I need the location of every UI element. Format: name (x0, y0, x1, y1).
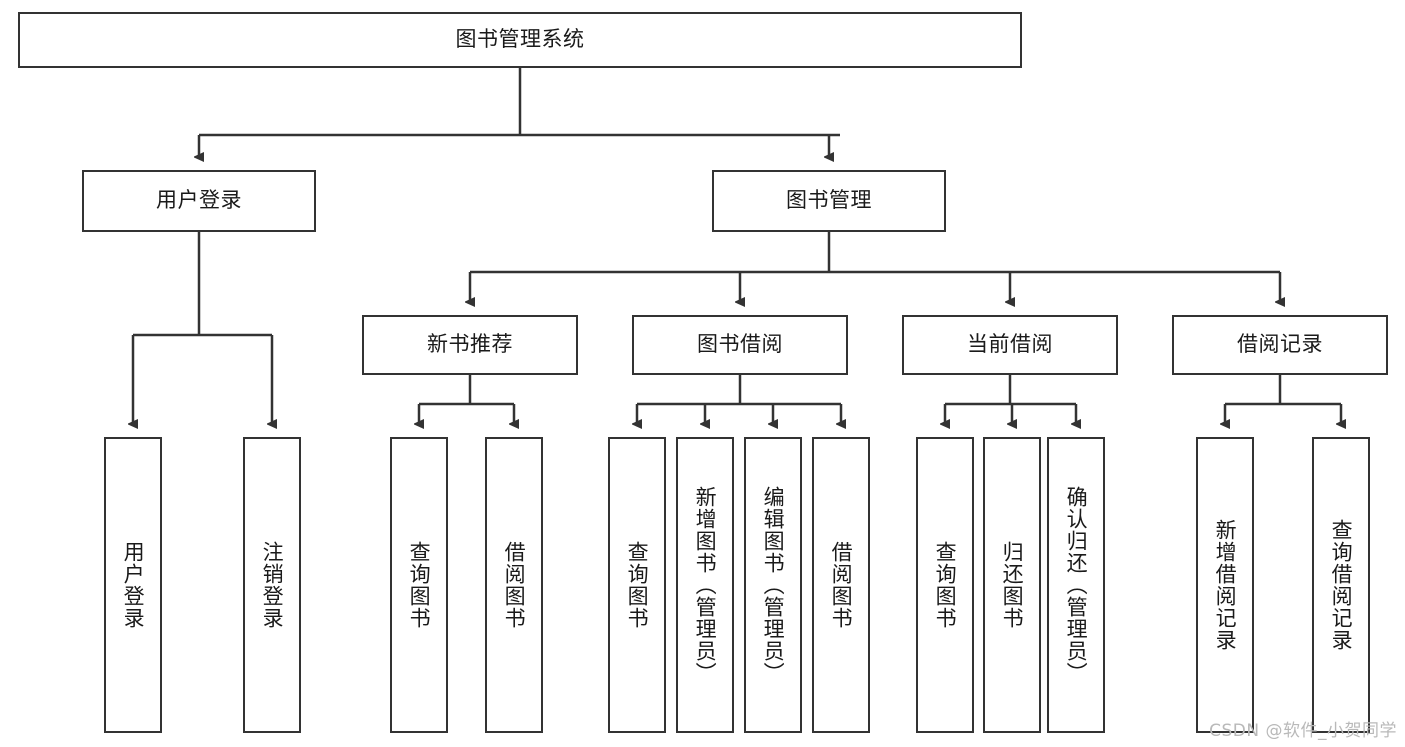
leaf-return-book-label: 归还图书 (1000, 541, 1025, 629)
leaf-logout[interactable]: 注销登录 (243, 437, 301, 733)
leaf-query-book-1[interactable]: 查询图书 (390, 437, 448, 733)
leaf-query-record-label: 查询借阅记录 (1329, 519, 1354, 651)
node-book-borrow[interactable]: 图书借阅 (632, 315, 848, 375)
leaf-add-book[interactable]: 新增图书（管理员） (676, 437, 734, 733)
leaf-user-login-label: 用户登录 (121, 541, 146, 629)
node-root[interactable]: 图书管理系统 (18, 12, 1022, 68)
leaf-edit-book[interactable]: 编辑图书（管理员） (744, 437, 802, 733)
leaf-add-record[interactable]: 新增借阅记录 (1196, 437, 1254, 733)
node-book-borrow-label: 图书借阅 (697, 332, 783, 357)
node-current-borrow[interactable]: 当前借阅 (902, 315, 1118, 375)
node-new-book-recommend[interactable]: 新书推荐 (362, 315, 578, 375)
leaf-add-book-label: 新增图书（管理员） (693, 486, 718, 684)
leaf-query-book-3-label: 查询图书 (933, 541, 958, 629)
leaf-query-book-2[interactable]: 查询图书 (608, 437, 666, 733)
node-borrow-records[interactable]: 借阅记录 (1172, 315, 1388, 375)
node-new-book-recommend-label: 新书推荐 (427, 332, 513, 357)
node-book-management-label: 图书管理 (786, 188, 872, 213)
leaf-borrow-book-1-label: 借阅图书 (502, 541, 527, 629)
leaf-query-book-3[interactable]: 查询图书 (916, 437, 974, 733)
leaf-query-book-2-label: 查询图书 (625, 541, 650, 629)
leaf-confirm-return[interactable]: 确认归还（管理员） (1047, 437, 1105, 733)
leaf-edit-book-label: 编辑图书（管理员） (761, 486, 786, 684)
node-root-label: 图书管理系统 (455, 27, 585, 52)
leaf-query-record[interactable]: 查询借阅记录 (1312, 437, 1370, 733)
leaf-confirm-return-label: 确认归还（管理员） (1064, 486, 1089, 684)
node-book-management[interactable]: 图书管理 (712, 170, 946, 232)
leaf-user-login[interactable]: 用户登录 (104, 437, 162, 733)
node-borrow-records-label: 借阅记录 (1237, 332, 1323, 357)
node-user-login[interactable]: 用户登录 (82, 170, 316, 232)
leaf-borrow-book-1[interactable]: 借阅图书 (485, 437, 543, 733)
leaf-add-record-label: 新增借阅记录 (1213, 519, 1238, 651)
leaf-logout-label: 注销登录 (260, 541, 285, 629)
leaf-return-book[interactable]: 归还图书 (983, 437, 1041, 733)
leaf-borrow-book-2[interactable]: 借阅图书 (812, 437, 870, 733)
leaf-borrow-book-2-label: 借阅图书 (829, 541, 854, 629)
node-current-borrow-label: 当前借阅 (967, 332, 1053, 357)
leaf-query-book-1-label: 查询图书 (407, 541, 432, 629)
node-user-login-label: 用户登录 (156, 188, 242, 213)
